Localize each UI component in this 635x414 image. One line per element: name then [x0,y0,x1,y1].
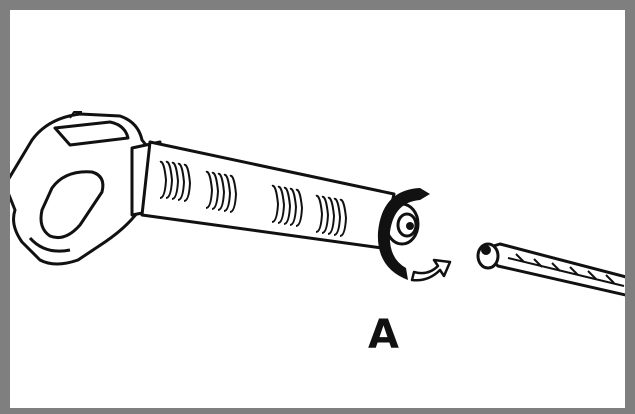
pressure-washer-assembly-illustration [10,111,625,297]
rotate-arrow-icon [377,188,452,282]
lance-tube-icon [140,140,420,250]
spray-gun-icon [10,111,162,266]
step-label: A [368,312,399,358]
nozzle-icon [476,242,625,297]
illustration-canvas: A [10,10,625,408]
